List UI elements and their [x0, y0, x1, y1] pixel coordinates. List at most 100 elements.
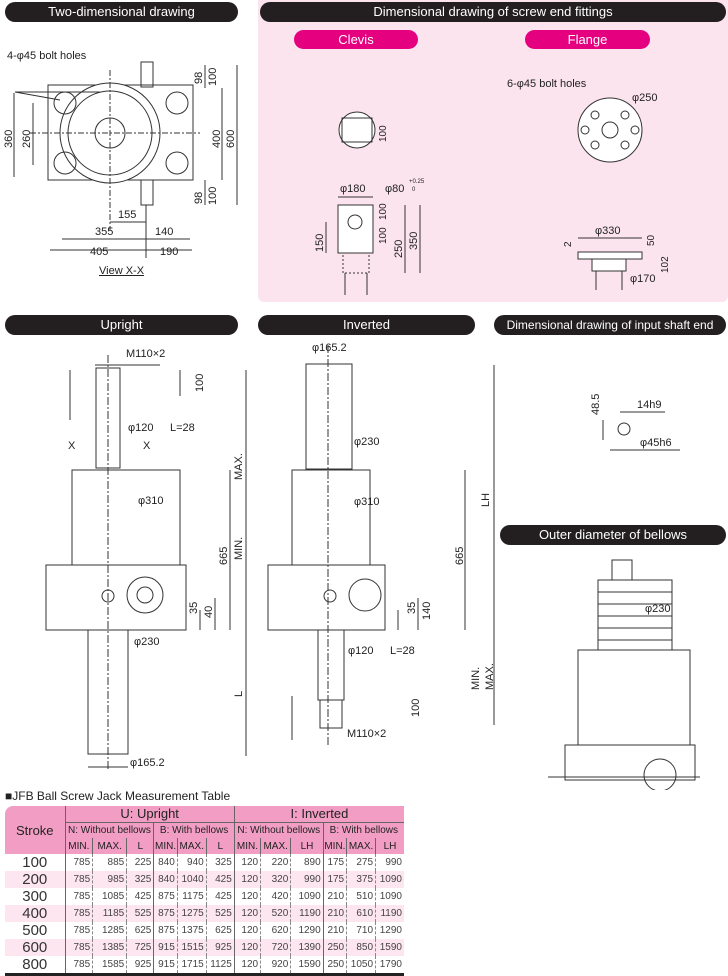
dim-155: 155 — [118, 209, 137, 221]
dim-100-top: 100 — [207, 67, 219, 86]
dim-260: 260 — [21, 129, 33, 148]
dim-400: 400 — [211, 129, 223, 148]
table-cell: 510 — [346, 888, 376, 905]
upright-dim-665: 665 — [218, 546, 230, 565]
table-cell: 120 — [233, 888, 261, 905]
inverted-l28: L=28 — [390, 645, 415, 657]
table-cell: 920 — [260, 956, 291, 976]
clevis-dim-100a: 100 — [378, 203, 389, 220]
table-cell: 1090 — [375, 871, 404, 888]
table-cell: 425 — [205, 888, 235, 905]
table-cell: 915 — [153, 956, 178, 976]
section-header-input-shaft: Dimensional drawing of input shaft end — [494, 315, 726, 335]
flange-dim-330: φ330 — [595, 225, 621, 237]
table-cell: 375 — [346, 871, 376, 888]
table-cell: 1190 — [290, 905, 324, 922]
upright-dim-230: φ230 — [134, 636, 160, 648]
table-cell: 120 — [233, 871, 261, 888]
inverted-dim-100: 100 — [410, 698, 422, 717]
table-cell: 175 — [322, 871, 347, 888]
upright-dim-120: φ120 — [128, 422, 154, 434]
upright-dim-165: φ165.2 — [130, 757, 165, 769]
clevis-dim-150: 150 — [314, 233, 326, 252]
section-header-upright: Upright — [5, 315, 238, 335]
table-cell: 425 — [205, 871, 235, 888]
table-cell: 785 — [64, 939, 93, 956]
table-cell: 1515 — [176, 939, 207, 956]
col-l: L — [205, 838, 235, 854]
section-mark-x-right: X — [143, 440, 151, 452]
table-cell: 1285 — [92, 922, 127, 939]
col-min: MIN. — [64, 838, 93, 854]
table-cell: 885 — [92, 854, 127, 871]
technical-drawings — [13, 61, 700, 790]
col-max: MAX. — [92, 838, 127, 854]
table-cell: 875 — [153, 922, 178, 939]
table-cell: 175 — [322, 854, 347, 871]
cell-stroke: 600 — [5, 939, 65, 956]
shaft-dim-14h9: 14h9 — [637, 399, 662, 411]
table-cell: 520 — [260, 905, 291, 922]
cell-stroke: 500 — [22, 922, 48, 939]
table-cell: 1040 — [176, 871, 207, 888]
table-cell: 425 — [126, 888, 154, 905]
clevis-dim-100-top: 100 — [378, 125, 389, 142]
table-cell: 725 — [126, 939, 154, 956]
table-cell: 420 — [260, 888, 291, 905]
table-cell: 785 — [64, 956, 93, 976]
table-cell: 620 — [260, 922, 291, 939]
table-cell: 1190 — [375, 905, 404, 922]
upright-l: L — [233, 690, 245, 697]
header-inverted-n: N: Without bellows — [233, 822, 324, 838]
clevis-drawing — [325, 111, 421, 295]
table-cell: 1090 — [290, 888, 324, 905]
cell-stroke: 300 — [22, 888, 48, 905]
upright-drawing — [45, 355, 247, 770]
upright-dim-100: 100 — [194, 373, 206, 392]
dim-600: 600 — [225, 129, 237, 148]
table-cell: 875 — [153, 905, 178, 922]
table-cell: 985 — [92, 871, 127, 888]
table-cell: 525 — [205, 905, 235, 922]
table-cell: 325 — [205, 854, 235, 871]
table-cell: 840 — [153, 854, 178, 871]
table-cell: 210 — [322, 922, 347, 939]
inverted-dim-230: φ230 — [354, 436, 380, 448]
inverted-dim-35: 35 — [406, 601, 418, 614]
table-cell: 120 — [233, 939, 261, 956]
dim-100-bottom: 100 — [207, 186, 219, 205]
col-min: MIN. — [322, 838, 347, 854]
subheader-flange: Flange — [525, 30, 650, 49]
table-cell: 1125 — [205, 956, 235, 976]
inverted-dim-140: 140 — [421, 601, 433, 620]
table-cell: 1090 — [375, 888, 404, 905]
inverted-drawing — [267, 345, 495, 745]
clevis-dim-100b: 100 — [378, 227, 389, 244]
flange-dim-50: 50 — [646, 234, 657, 246]
table-cell: 850 — [346, 939, 376, 956]
table-cell: 625 — [126, 922, 154, 939]
table-cell: 320 — [260, 871, 291, 888]
table-cell: 120 — [233, 854, 261, 871]
dim-140: 140 — [155, 226, 174, 238]
table-cell: 785 — [64, 871, 93, 888]
flange-drawing — [577, 97, 643, 290]
table-cell: 625 — [205, 922, 235, 939]
header-upright-n: N: Without bellows — [64, 822, 154, 838]
col-max: MAX. — [260, 838, 291, 854]
header-inverted: I: Inverted — [233, 806, 404, 823]
top-view-drawing — [13, 61, 238, 258]
table-cell: 1590 — [290, 956, 324, 976]
header-stroke: Stroke — [5, 806, 65, 854]
table-cell: 990 — [375, 854, 404, 871]
col-min: MIN. — [153, 838, 178, 854]
table-cell: 1290 — [290, 922, 324, 939]
table-cell: 1790 — [375, 956, 404, 976]
cell-stroke: 200 — [5, 871, 65, 888]
table-cell: 710 — [346, 922, 376, 939]
table-cell: 1175 — [176, 888, 207, 905]
